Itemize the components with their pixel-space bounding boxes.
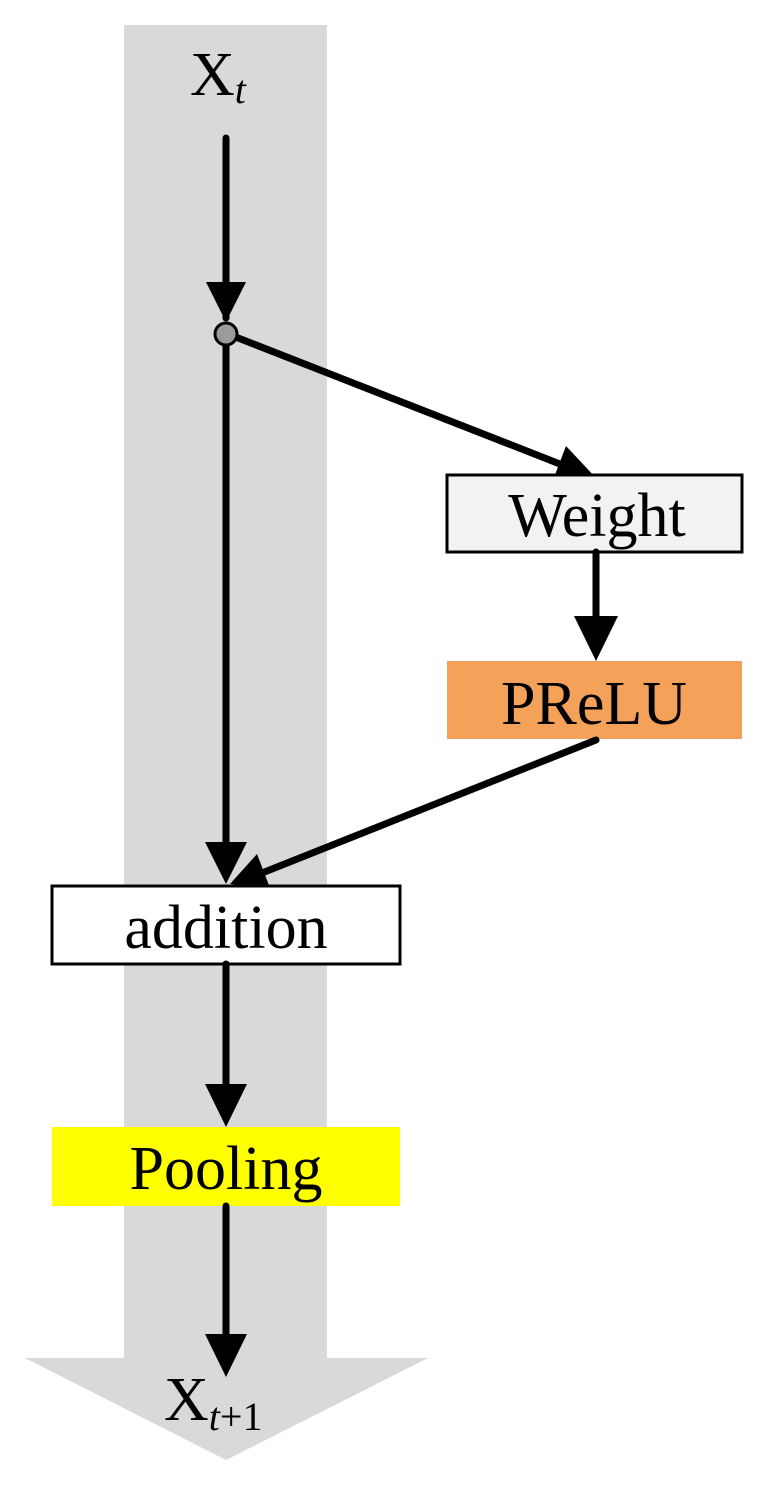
output-label-subscript: t+1: [209, 1394, 263, 1439]
output-label-subscript-offset: +1: [220, 1394, 263, 1439]
weight-box: [445, 473, 744, 554]
weight-to-prelu-arrowhead: [574, 616, 618, 661]
output-label: Xt+1: [164, 1366, 262, 1439]
pooling-label: Pooling: [130, 1135, 323, 1203]
split-to-weight-line: [224, 330, 569, 470]
skip-connection-arrowhead: [205, 842, 247, 884]
addition-to-pooling-arrowhead: [205, 1084, 247, 1127]
input-to-split-arrowhead: [206, 282, 246, 322]
split-point: [213, 321, 239, 347]
addition-box: [50, 884, 402, 966]
input-label-base: X: [190, 41, 235, 109]
weight-label: Weight: [508, 482, 686, 550]
addition-label: addition: [124, 894, 327, 962]
output-label-subscript-variable: t: [209, 1394, 221, 1439]
prelu-label: PReLU: [501, 670, 687, 738]
pooling-box: [52, 1127, 400, 1206]
output-label-base: X: [164, 1366, 209, 1434]
prelu-to-addition-line: [258, 736, 600, 877]
prelu-to-addition-arrowhead: [230, 854, 270, 888]
pooling-to-output-arrowhead: [205, 1334, 247, 1377]
split-to-weight-arrowhead: [553, 446, 596, 480]
input-label: Xt: [190, 41, 247, 112]
prelu-box: [447, 661, 742, 739]
input-label-subscript: t: [235, 67, 247, 112]
